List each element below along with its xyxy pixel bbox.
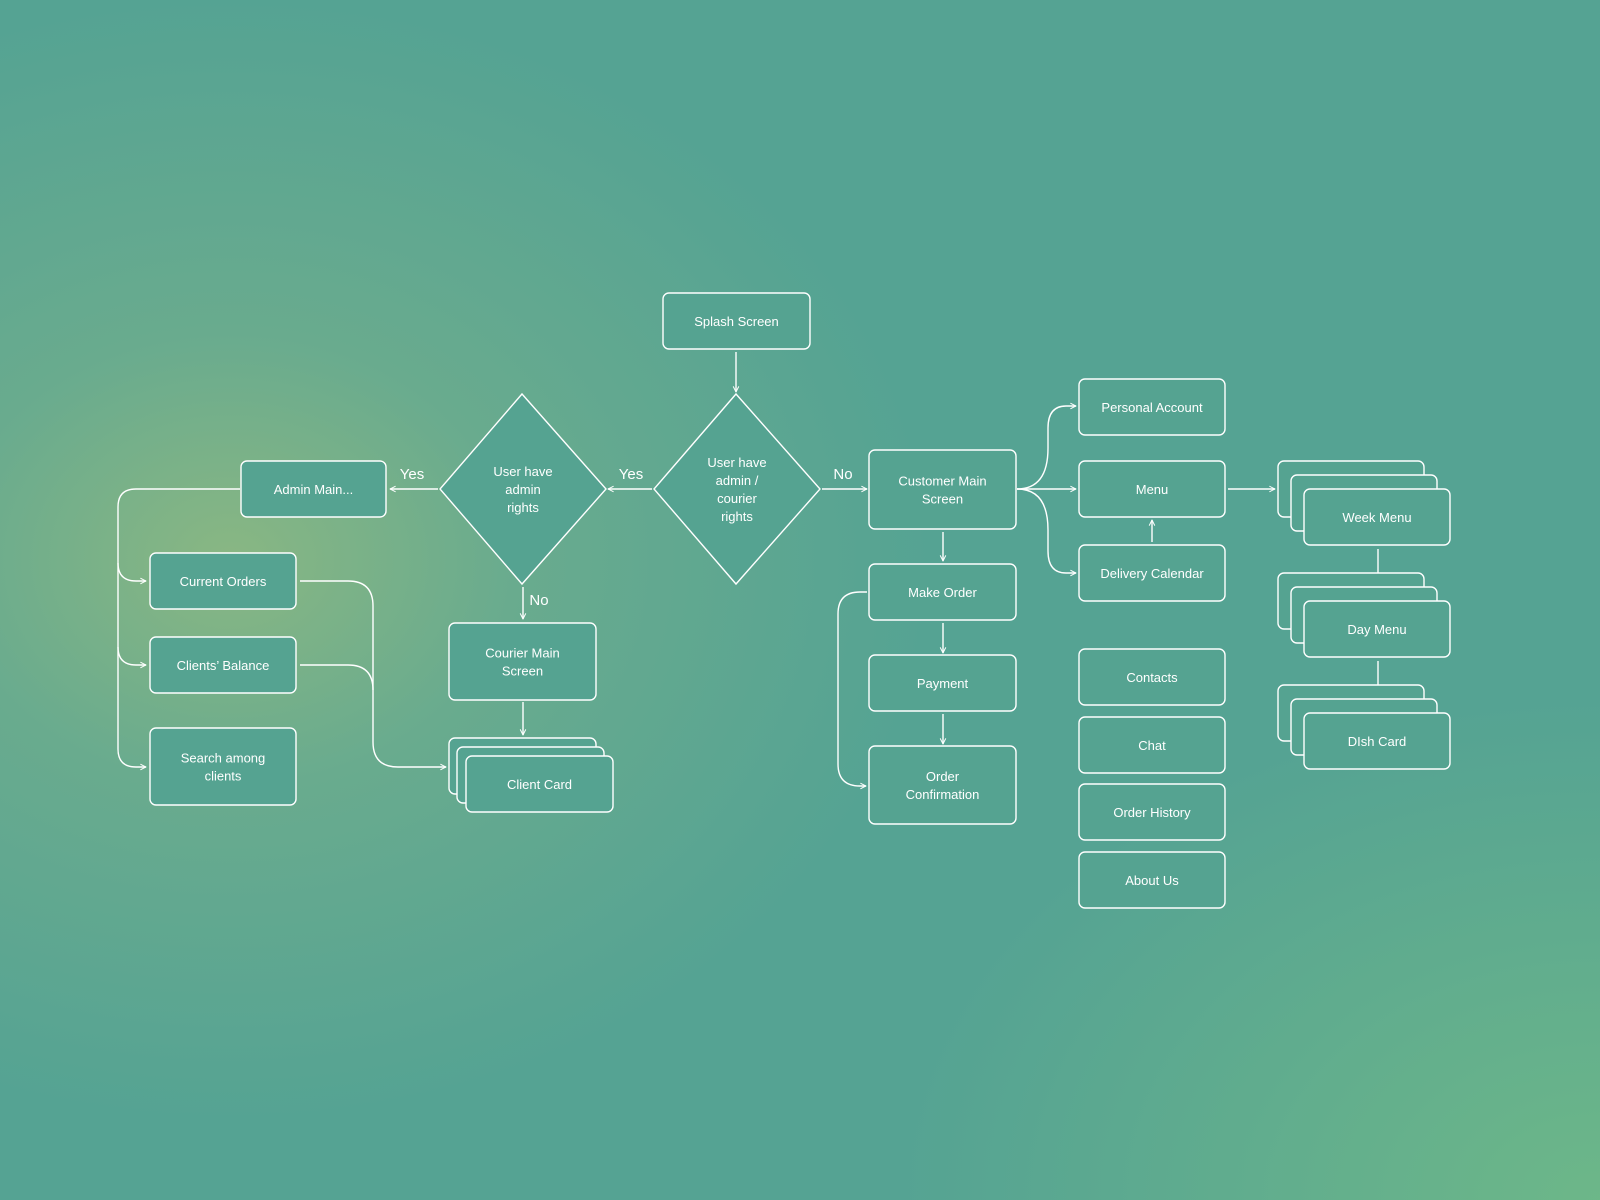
node-label-line: Make Order <box>908 585 977 600</box>
node-label: Splash Screen <box>694 314 779 329</box>
edge-admin-to-current-orders <box>117 562 146 581</box>
node-label-line: Splash Screen <box>694 314 779 329</box>
node-menu: Menu <box>1078 460 1226 518</box>
edge-clients-balance-to-client-card <box>300 664 374 691</box>
node-label-line: DIsh Card <box>1348 734 1407 749</box>
node-label: Client Card <box>507 777 572 792</box>
edge-customer-to-personal-account <box>1016 406 1076 490</box>
node-label-line: admin / <box>716 473 759 488</box>
node-week-menu: Week Menu <box>1277 460 1451 546</box>
node-splash-screen: Splash Screen <box>662 292 811 350</box>
edge-admin-to-clients-balance <box>117 646 146 665</box>
node-label-line: Menu <box>1136 482 1169 497</box>
node-label: Chat <box>1138 738 1166 753</box>
node-label-line: Confirmation <box>906 787 980 802</box>
node-label-line: User have <box>493 464 552 479</box>
node-label: Current Orders <box>180 574 267 589</box>
node-label-line: rights <box>507 500 539 515</box>
node-label: Personal Account <box>1101 400 1203 415</box>
node-label-line: Search among <box>181 751 266 766</box>
node-label: Order History <box>1113 805 1191 820</box>
node-label-line: Customer Main <box>898 474 986 489</box>
node-personal-account: Personal Account <box>1078 378 1226 436</box>
node-label: Make Order <box>908 585 977 600</box>
node-label-line: Contacts <box>1126 670 1178 685</box>
node-search-clients: Search among clients <box>149 727 297 806</box>
edge-label-no-customer: No <box>833 466 852 483</box>
edge-label-no-courier: No <box>529 592 548 609</box>
node-label: User have admin / courier rights <box>707 455 766 524</box>
node-label-line: Courier Main <box>485 646 559 661</box>
node-label-line: Delivery Calendar <box>1100 566 1204 581</box>
node-label-line: Order History <box>1113 805 1191 820</box>
node-label: Delivery Calendar <box>1100 566 1204 581</box>
node-label: Payment <box>917 676 969 691</box>
edge-label-yes-courier: Yes <box>619 466 643 483</box>
node-label-line: Chat <box>1138 738 1166 753</box>
node-payment: Payment <box>868 654 1017 712</box>
node-current-orders: Current Orders <box>149 552 297 610</box>
node-label-line: Client Card <box>507 777 572 792</box>
node-label: Admin Main... <box>274 482 353 497</box>
node-order-history: Order History <box>1078 783 1226 841</box>
node-label: Contacts <box>1126 670 1178 685</box>
edge-make-order-to-confirmation <box>837 591 867 786</box>
node-label-line: Order <box>926 769 960 784</box>
node-label: User have admin rights <box>493 464 552 515</box>
node-label-line: admin <box>505 482 540 497</box>
node-delivery-calendar: Delivery Calendar <box>1078 544 1226 602</box>
node-client-card: Client Card <box>448 737 614 813</box>
node-day-menu: Day Menu <box>1277 572 1451 658</box>
node-label: About Us <box>1125 873 1179 888</box>
node-dish-card: DIsh Card <box>1277 684 1451 770</box>
node-label-line: Week Menu <box>1342 510 1411 525</box>
node-label-line: Admin Main... <box>274 482 353 497</box>
node-label-line: courier <box>717 491 757 506</box>
node-label: Menu <box>1136 482 1169 497</box>
node-label: Day Menu <box>1347 622 1406 637</box>
node-chat: Chat <box>1078 716 1226 774</box>
node-label-line: Payment <box>917 676 969 691</box>
node-contacts: Contacts <box>1078 648 1226 706</box>
node-label: Week Menu <box>1342 510 1411 525</box>
node-label: Clients’ Balance <box>177 658 270 673</box>
edge-customer-to-delivery-calendar <box>1016 488 1076 573</box>
node-label-line: About Us <box>1125 873 1179 888</box>
node-label-line: Personal Account <box>1101 400 1203 415</box>
node-label-line: Clients’ Balance <box>177 658 270 673</box>
node-label-line: Screen <box>922 492 963 507</box>
node-admin-main: Admin Main... <box>240 460 387 518</box>
node-label: Search among clients <box>181 751 266 784</box>
edge-admin-trunk <box>117 488 240 749</box>
node-label: DIsh Card <box>1348 734 1407 749</box>
edge-current-orders-to-client-card <box>300 580 446 767</box>
edge-label-yes-admin: Yes <box>400 466 424 483</box>
edge-admin-to-search-clients <box>117 748 146 767</box>
node-label-line: Day Menu <box>1347 622 1406 637</box>
node-label-line: clients <box>205 769 242 784</box>
node-label-line: Current Orders <box>180 574 267 589</box>
node-label-line: rights <box>721 509 753 524</box>
node-label-line: Screen <box>502 664 543 679</box>
node-make-order: Make Order <box>868 563 1017 621</box>
node-label-line: User have <box>707 455 766 470</box>
node-decision-admin-courier: User have admin / courier rights <box>653 392 821 586</box>
node-about-us: About Us <box>1078 851 1226 909</box>
node-clients-balance: Clients’ Balance <box>149 636 297 694</box>
node-decision-admin: User have admin rights <box>439 392 607 586</box>
